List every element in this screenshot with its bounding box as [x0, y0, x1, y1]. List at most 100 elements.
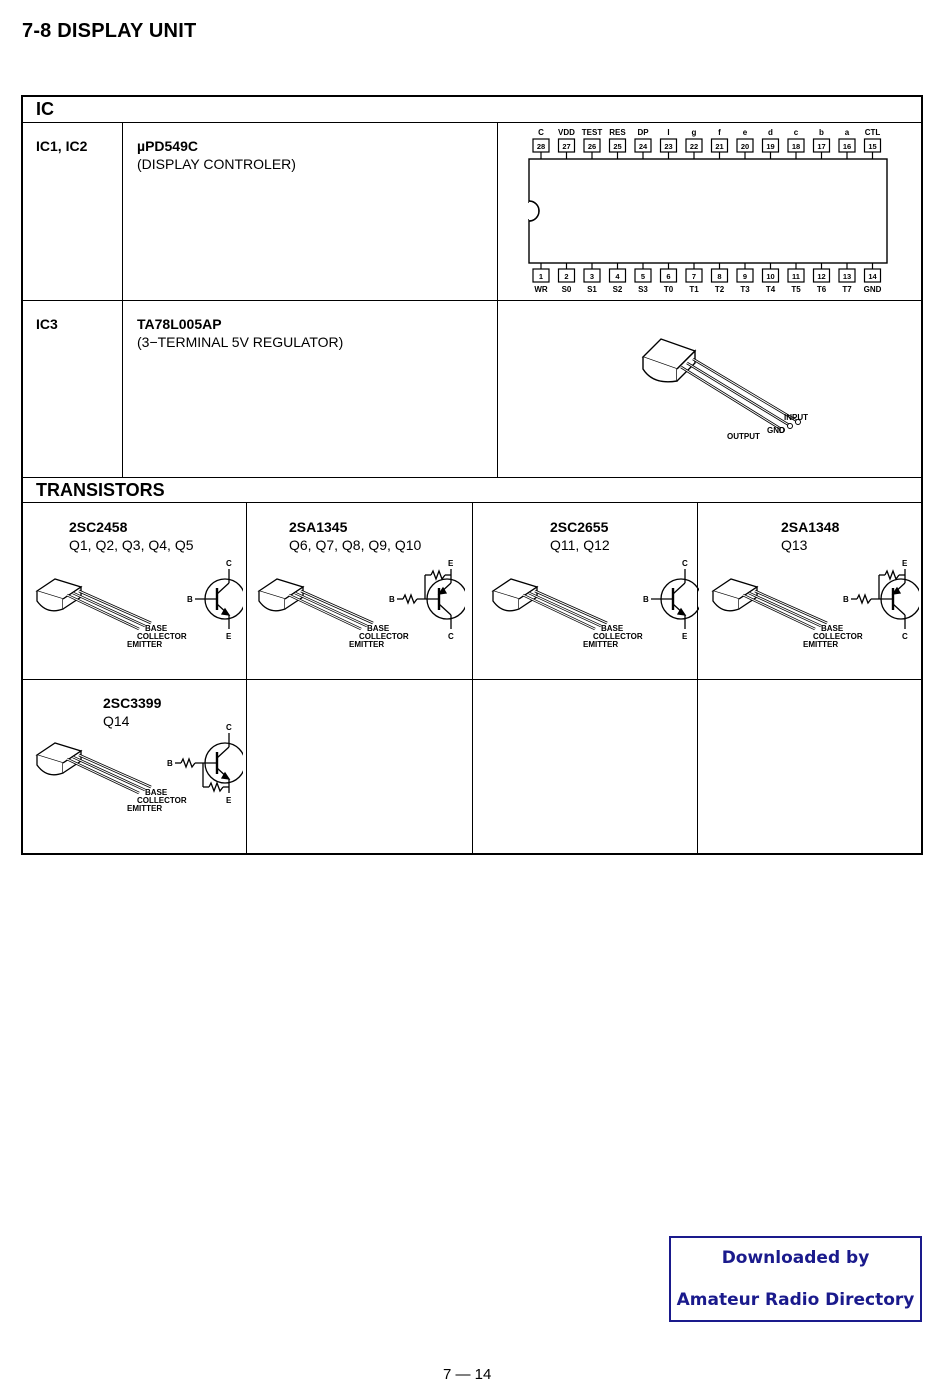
dip-bottom-pin-number: 14 [868, 272, 877, 281]
ic-desc-1: µPD549C (DISPLAY CONTROLER) [137, 137, 296, 173]
ic-header: IC [36, 99, 54, 119]
component-table: IC IC1, IC2 µPD549C (DISPLAY CONTROLER) … [21, 95, 923, 855]
ic-part-2: TA78L005AP [137, 316, 222, 332]
dip-top-pin-number: 23 [664, 142, 672, 151]
dip-pin-box [710, 268, 729, 283]
dip-bottom-label: T7 [842, 285, 852, 294]
dip-bottom-label: S2 [613, 285, 623, 294]
dip-bottom-label: T6 [817, 285, 827, 294]
dip-pin-box [787, 268, 805, 283]
top-terminal-label: C [226, 723, 232, 732]
ic-ref-1: IC1, IC2 [36, 138, 88, 154]
ic-part-1: µPD549C [137, 138, 198, 154]
download-line-2: Amateur Radio Directory [676, 1290, 915, 1310]
emitter-lead-label: EMITTER [127, 804, 162, 813]
dip-bottom-label: S3 [638, 285, 648, 294]
b-terminal-label: B [843, 595, 849, 604]
dip-top-label: C [538, 128, 544, 137]
top-terminal-label: C [226, 559, 232, 568]
dip-pin-box [608, 268, 627, 283]
dip-top-label: TEST [582, 128, 603, 137]
dip-pin-box [863, 268, 882, 283]
ic-function-1: (DISPLAY CONTROLER) [137, 156, 296, 172]
bottom-terminal-label: C [448, 632, 454, 641]
b-terminal-label: B [389, 595, 395, 604]
dip-top-label: I [667, 128, 669, 137]
b-terminal-label: B [167, 759, 173, 768]
base-lead-label: BASE [145, 624, 168, 633]
dip-bottom-label: T1 [689, 285, 699, 294]
dip-top-pin-number: 17 [817, 142, 825, 151]
dip-bottom-label: T0 [664, 285, 674, 294]
dip-top-pin-number: 27 [562, 142, 570, 151]
collector-lead-label: COLLECTOR [137, 796, 187, 805]
dip-top-label: d [768, 128, 773, 137]
collector-lead-label: COLLECTOR [813, 632, 863, 641]
dip-bottom-label: S0 [562, 285, 572, 294]
transistor-label-4: 2SA1348 Q13 [781, 518, 839, 554]
emitter-lead-label: EMITTER [803, 640, 838, 649]
dip-pin-box [532, 268, 550, 283]
bottom-terminal-label: C [902, 632, 908, 641]
dip-top-label: VDD [558, 128, 575, 137]
dip-top-label: CTL [865, 128, 881, 137]
dip-top-label: DP [637, 128, 649, 137]
bottom-terminal-label: E [226, 632, 232, 641]
bottom-terminal-label: E [682, 632, 688, 641]
transistor-part-3: 2SC2655 [550, 519, 609, 535]
base-lead-label: BASE [821, 624, 844, 633]
download-notice-box: Downloaded by Amateur Radio Directory [669, 1236, 922, 1322]
input-pin-label: INPUT [784, 413, 808, 422]
dip-top-pin-number: 25 [613, 142, 621, 151]
dip-top-label: c [794, 128, 799, 137]
dip-top-pin-number: 28 [537, 142, 545, 151]
top-terminal-label: E [902, 559, 908, 568]
dip-top-pin-number: 22 [690, 142, 698, 151]
dip-bottom-label: GND [864, 285, 882, 294]
dip-bottom-label: S1 [587, 285, 597, 294]
dip-bottom-label: T5 [791, 285, 801, 294]
dip-pin-box [761, 268, 780, 283]
dip-bottom-pin-number: 1 [539, 272, 543, 281]
transistor-refs-3: Q11, Q12 [550, 537, 610, 553]
emitter-lead-label: EMITTER [583, 640, 618, 649]
dip-bottom-pin-number: 8 [717, 272, 721, 281]
top-terminal-label: C [682, 559, 688, 568]
dip-bottom-pin-number: 5 [641, 272, 645, 281]
dip-bottom-pin-number: 12 [817, 272, 825, 281]
dip-bottom-pin-number: 3 [590, 272, 594, 281]
dip-top-pin-number: 18 [792, 142, 800, 151]
gnd-pin-label: GND [767, 426, 785, 435]
dip-bottom-pin-number: 11 [792, 272, 800, 281]
base-lead-label: BASE [601, 624, 624, 633]
dip-pin-box [557, 268, 576, 283]
dip-top-pin-number: 26 [588, 142, 596, 151]
dip-top-pin-number: 19 [766, 142, 774, 151]
emitter-lead-label: EMITTER [349, 640, 384, 649]
transistor-part-2: 2SA1345 [289, 519, 348, 535]
dip-top-label: f [718, 128, 721, 137]
dip-bottom-pin-number: 6 [666, 272, 670, 281]
dip-bottom-label: T2 [715, 285, 725, 294]
dip-bottom-pin-number: 13 [843, 272, 851, 281]
b-terminal-label: B [643, 595, 649, 604]
emitter-lead-label: EMITTER [127, 640, 162, 649]
transistor-part-4: 2SA1348 [781, 519, 840, 535]
dip-top-pin-number: 16 [843, 142, 851, 151]
dip-bottom-pin-number: 9 [743, 272, 747, 281]
dip-bottom-pin-number: 10 [766, 272, 774, 281]
transistor-label-2: 2SA1345 Q6, Q7, Q8, Q9, Q10 [289, 518, 421, 554]
dip-top-label: a [845, 128, 850, 137]
page-number: 7 — 14 [443, 1366, 492, 1383]
dip-top-label: RES [609, 128, 626, 137]
top-terminal-label: E [448, 559, 454, 568]
dip-pin-box [838, 268, 856, 283]
transistor-label-5: 2SC3399 Q14 [103, 694, 161, 730]
dip-bottom-label: WR [534, 285, 548, 294]
section-title: 7-8 DISPLAY UNIT [22, 20, 197, 42]
dip-pin-box [634, 268, 652, 283]
